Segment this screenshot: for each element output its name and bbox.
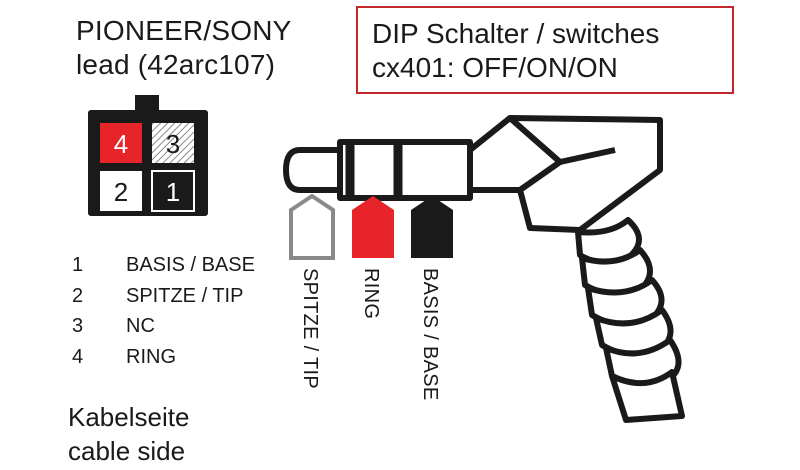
pin-label: RING — [126, 345, 176, 368]
connector-pin-1-label: 1 — [166, 177, 180, 207]
pin-number: 1 — [72, 254, 84, 276]
connector-pin-2: 2 — [100, 171, 142, 211]
pin-list-item: 4 RING — [72, 342, 255, 373]
tip-label: SPITZE / TIP — [299, 268, 321, 390]
base-label: BASIS / BASE — [419, 268, 441, 401]
pin-label: SPITZE / TIP — [126, 284, 244, 307]
jack-plug — [283, 115, 685, 423]
connector-pin-4-label: 4 — [114, 129, 128, 159]
connector-pin-3-label: 3 — [166, 129, 180, 159]
ring-marker — [352, 196, 394, 258]
connector-title: PIONEER/SONY lead (42arc107) — [76, 14, 292, 82]
pin-label: NC — [126, 315, 155, 337]
pin-list-item: 1 BASIS / BASE — [72, 250, 255, 281]
connector-title-line1: PIONEER/SONY — [76, 15, 292, 46]
connector-pin-1: 1 — [151, 170, 195, 212]
connector-title-line2: lead (42arc107) — [76, 49, 276, 80]
dip-switch-note: DIP Schalter / switches cx401: OFF/ON/ON — [356, 6, 734, 94]
pin-number: 3 — [72, 315, 84, 337]
connector-pin-4: 4 — [100, 123, 142, 163]
connector-pin-2-label: 2 — [114, 177, 128, 207]
tip-marker — [289, 193, 335, 260]
cable-side-line2: cable side — [68, 436, 186, 466]
pin-list-item: 2 SPITZE / TIP — [72, 281, 255, 312]
pin-label: BASIS / BASE — [126, 254, 255, 276]
base-marker — [411, 196, 453, 258]
ring-label: RING — [360, 268, 382, 320]
dip-switch-line1: DIP Schalter / switches — [372, 18, 660, 49]
dip-switch-line2: cx401: OFF/ON/ON — [372, 52, 618, 83]
pin-number: 4 — [72, 345, 84, 368]
cable-side-note: Kabelseite cable side — [68, 400, 189, 468]
pin-list: 1 BASIS / BASE 2 SPITZE / TIP 3 NC 4 RIN… — [72, 250, 255, 372]
connector-pin-3: 3 — [152, 123, 194, 163]
pin-number: 2 — [72, 284, 84, 307]
cable-side-line1: Kabelseite — [68, 402, 190, 432]
pin-list-item: 3 NC — [72, 311, 255, 342]
